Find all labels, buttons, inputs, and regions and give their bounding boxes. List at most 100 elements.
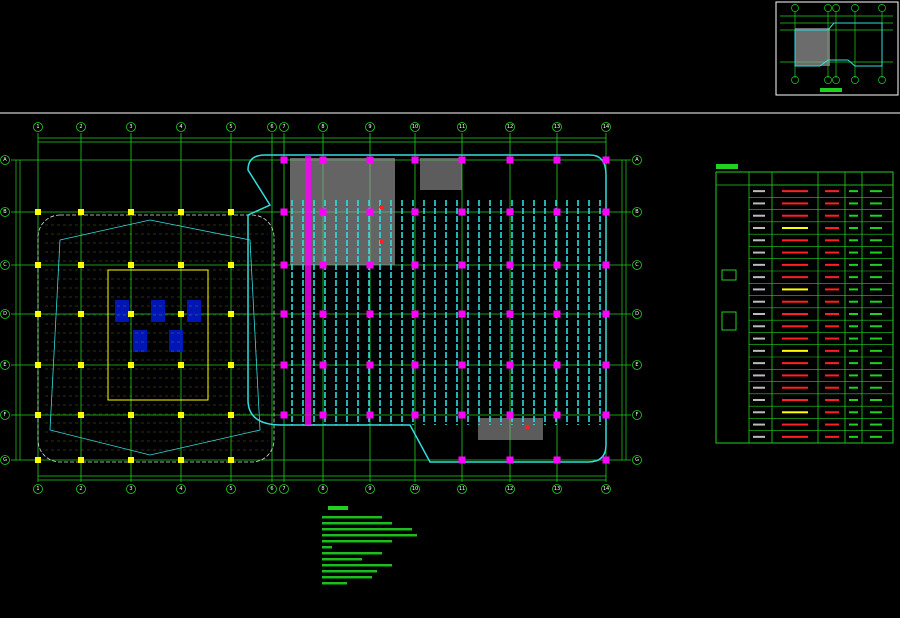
axis-label-14: 14 xyxy=(603,124,609,130)
column-magenta xyxy=(280,411,288,419)
axis-label-F: F xyxy=(4,412,7,418)
note-line xyxy=(322,516,382,519)
table-cell-text xyxy=(753,227,765,229)
axis-label-10: 10 xyxy=(412,124,418,130)
axis-bubble xyxy=(601,484,611,494)
table-cell-text xyxy=(870,202,882,205)
table-cell-text xyxy=(870,263,882,266)
axis-bubble xyxy=(632,360,642,370)
column-magenta xyxy=(458,208,466,216)
column-magenta xyxy=(319,261,327,269)
column-magenta xyxy=(506,411,514,419)
table-cell-text xyxy=(753,276,765,279)
table-cell-text xyxy=(870,300,882,303)
table-cell-text xyxy=(849,190,858,193)
axis-bubble xyxy=(0,360,10,370)
table-cell-text xyxy=(782,399,808,401)
column-magenta xyxy=(506,456,514,464)
table-cell-text xyxy=(825,337,839,340)
table-cell-text xyxy=(870,411,882,414)
column-yellow xyxy=(228,311,234,317)
axis-label-13: 13 xyxy=(554,124,560,130)
table-cell-text xyxy=(849,337,858,340)
axis-label-2: 2 xyxy=(79,486,82,492)
axis-label-9: 9 xyxy=(368,124,371,130)
axis-label-7: 7 xyxy=(282,486,285,492)
table-cell-text xyxy=(825,300,839,303)
axis-label-4: 4 xyxy=(179,486,182,492)
axis-label-5: 5 xyxy=(229,124,232,130)
column-magenta xyxy=(411,411,419,419)
left-slab-edge xyxy=(49,219,261,456)
column-yellow xyxy=(35,209,41,215)
annotation-mark xyxy=(380,240,384,244)
axis-bubble xyxy=(457,122,467,132)
axis-bubble xyxy=(126,484,136,494)
column-yellow xyxy=(178,457,184,463)
table-cell-text xyxy=(849,214,858,217)
table-cell-text xyxy=(870,423,882,426)
note-line xyxy=(322,582,347,585)
axis-bubble xyxy=(0,155,10,165)
column-yellow xyxy=(228,262,234,268)
table-cell-text xyxy=(782,313,808,315)
column-yellow xyxy=(35,311,41,317)
table-cell-text xyxy=(825,399,839,401)
column-magenta xyxy=(458,411,466,419)
axis-label-8: 8 xyxy=(321,124,324,130)
key-bubble-circle xyxy=(878,4,886,12)
annotation-mark xyxy=(525,425,529,429)
table-cell-text xyxy=(753,251,765,254)
table-cell-text xyxy=(825,423,839,426)
table-cell-text xyxy=(753,325,765,328)
axis-bubble xyxy=(365,484,375,494)
axis-label-1: 1 xyxy=(36,486,39,492)
table-cell-text xyxy=(870,276,882,279)
column-magenta xyxy=(366,261,374,269)
table-cell-text xyxy=(782,202,808,205)
table-cell-text xyxy=(753,374,765,377)
key-bubble-circle xyxy=(878,76,886,84)
table-cell-text xyxy=(782,374,808,377)
table-cell-text xyxy=(753,239,765,242)
table-cell-text xyxy=(782,325,808,328)
table-cell-text xyxy=(870,313,882,315)
table-cell-text xyxy=(753,288,765,291)
column-magenta xyxy=(411,261,419,269)
table-cell-text xyxy=(753,411,765,414)
column-magenta xyxy=(319,411,327,419)
table-cell-text xyxy=(825,227,839,229)
column-magenta xyxy=(458,261,466,269)
table-cell-text xyxy=(782,276,808,279)
column-magenta xyxy=(506,361,514,369)
column-yellow xyxy=(128,311,134,317)
column-yellow xyxy=(178,262,184,268)
column-magenta xyxy=(458,361,466,369)
table-cell-text xyxy=(753,362,765,365)
column-magenta xyxy=(411,156,419,164)
axis-bubble xyxy=(0,410,10,420)
axis-bubble xyxy=(176,122,186,132)
core-room xyxy=(151,300,165,322)
table-cell-text xyxy=(870,190,882,193)
table-cell-text xyxy=(825,435,839,438)
note-line xyxy=(322,534,417,537)
key-hatch-area xyxy=(795,28,830,66)
table-cell-text xyxy=(782,227,808,229)
table-cell-text xyxy=(870,288,882,291)
axis-label-C: C xyxy=(3,262,7,268)
key-bubble-circle xyxy=(791,76,799,84)
table-cell-text xyxy=(753,263,765,266)
axis-bubble xyxy=(0,309,10,319)
axis-label-E: E xyxy=(635,362,638,368)
column-magenta xyxy=(280,361,288,369)
table-cell-text xyxy=(782,263,808,266)
column-magenta xyxy=(553,310,561,318)
table-cell-text xyxy=(849,263,858,266)
column-yellow xyxy=(128,362,134,368)
section-sketch xyxy=(721,311,737,331)
key-bubble-circle xyxy=(851,4,859,12)
axis-bubble xyxy=(318,122,328,132)
column-magenta xyxy=(602,310,610,318)
